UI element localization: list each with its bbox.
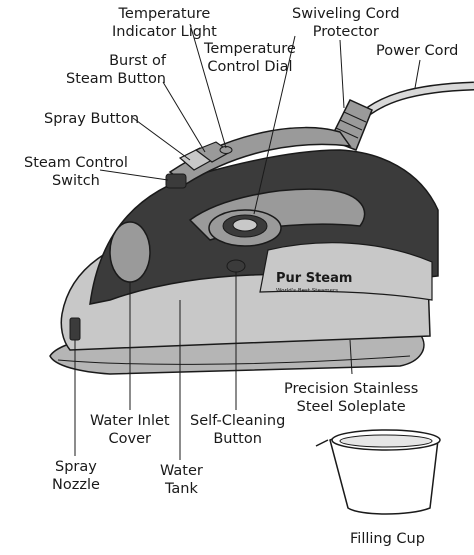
label-water-tank: Water Tank xyxy=(160,463,203,497)
temperature-control-dial xyxy=(208,209,282,247)
steam-control-switch-shape xyxy=(165,173,187,189)
label-burst-of-steam-button: Burst of Steam Button xyxy=(66,53,166,87)
self-cleaning-button-shape xyxy=(226,259,246,273)
spray-nozzle-shape xyxy=(69,317,81,341)
label-filling-cup: Filling Cup xyxy=(350,531,425,547)
filling-cup-illustration xyxy=(315,429,441,515)
leader-lines xyxy=(74,23,421,460)
label-spray-button: Spray Button xyxy=(44,111,140,127)
label-temperature-indicator-light: Temperature Indicator Light xyxy=(112,6,217,40)
label-spray-nozzle: Spray Nozzle xyxy=(52,459,100,493)
label-water-inlet-cover: Water Inlet Cover xyxy=(90,413,170,447)
brand-logo: Pur Steam xyxy=(276,271,352,286)
label-power-cord: Power Cord xyxy=(376,43,459,59)
label-swiveling-cord-protector: Swiveling Cord Protector xyxy=(292,6,400,40)
label-precision-soleplate: Precision Stainless Steel Soleplate xyxy=(284,381,419,415)
label-self-cleaning-button: Self-Cleaning Button xyxy=(190,413,286,447)
label-temperature-control-dial: Temperature Control Dial xyxy=(204,41,296,75)
label-steam-control-switch: Steam Control Switch xyxy=(24,155,128,189)
water-inlet-cover xyxy=(109,221,151,283)
brand-tagline: World's Best Steamers xyxy=(276,288,338,294)
